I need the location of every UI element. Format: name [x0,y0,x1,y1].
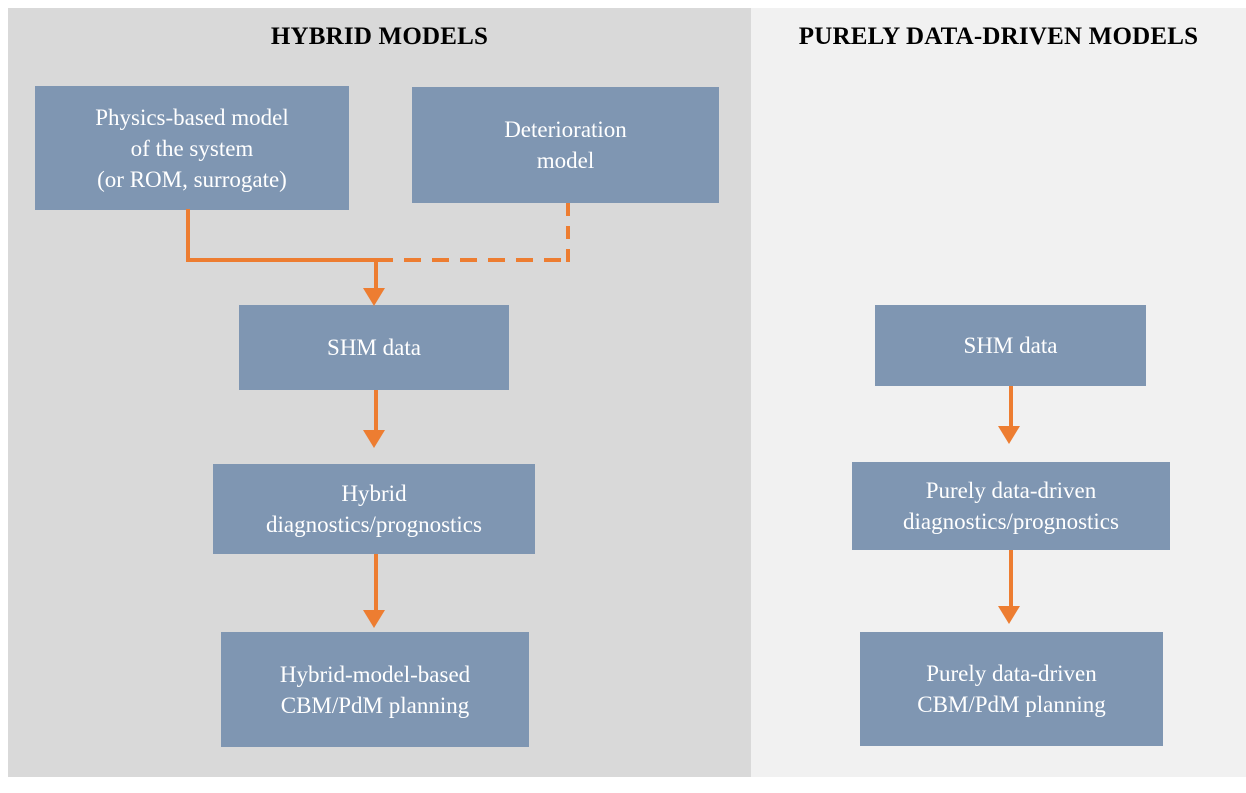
node-hybrid-model-based-planning[interactable]: Hybrid-model-based CBM/PdM planning [221,632,529,747]
panel-purely-data-driven-models-title: PURELY DATA-DRIVEN MODELS [798,23,1199,50]
node-data-driven-shm-data[interactable]: SHM data [875,305,1146,386]
connector-physics-vertical [186,209,190,262]
connector-merge-to-shm [374,258,378,296]
connector-hybrid-shm-to-diagnostics [374,390,378,438]
node-deterioration-model[interactable]: Deterioration model [412,87,719,203]
connector-deterioration-horizontal-dashed [376,258,570,262]
arrowhead-data-driven-diagnostics-to-planning [998,606,1020,624]
node-physics-based-model[interactable]: Physics-based model of the system (or RO… [35,86,349,210]
arrowhead-merge-to-shm [363,288,385,306]
arrowhead-hybrid-diagnostics-to-planning [363,610,385,628]
node-hybrid-diagnostics-prognostics[interactable]: Hybrid diagnostics/prognostics [213,464,535,554]
node-purely-data-driven-diagnostics-prognostics[interactable]: Purely data-driven diagnostics/prognosti… [852,462,1170,550]
arrowhead-hybrid-shm-to-diagnostics [363,430,385,448]
node-purely-data-driven-planning[interactable]: Purely data-driven CBM/PdM planning [860,632,1163,746]
connector-deterioration-vertical-dashed [566,203,570,262]
connector-data-driven-shm-to-diagnostics [1009,386,1013,434]
node-hybrid-shm-data[interactable]: SHM data [239,305,509,390]
connector-data-driven-diagnostics-to-planning [1009,550,1013,612]
connector-physics-horizontal [186,258,376,262]
arrowhead-data-driven-shm-to-diagnostics [998,426,1020,444]
connector-hybrid-diagnostics-to-planning [374,554,378,616]
panel-hybrid-models-title: HYBRID MODELS [270,23,489,50]
